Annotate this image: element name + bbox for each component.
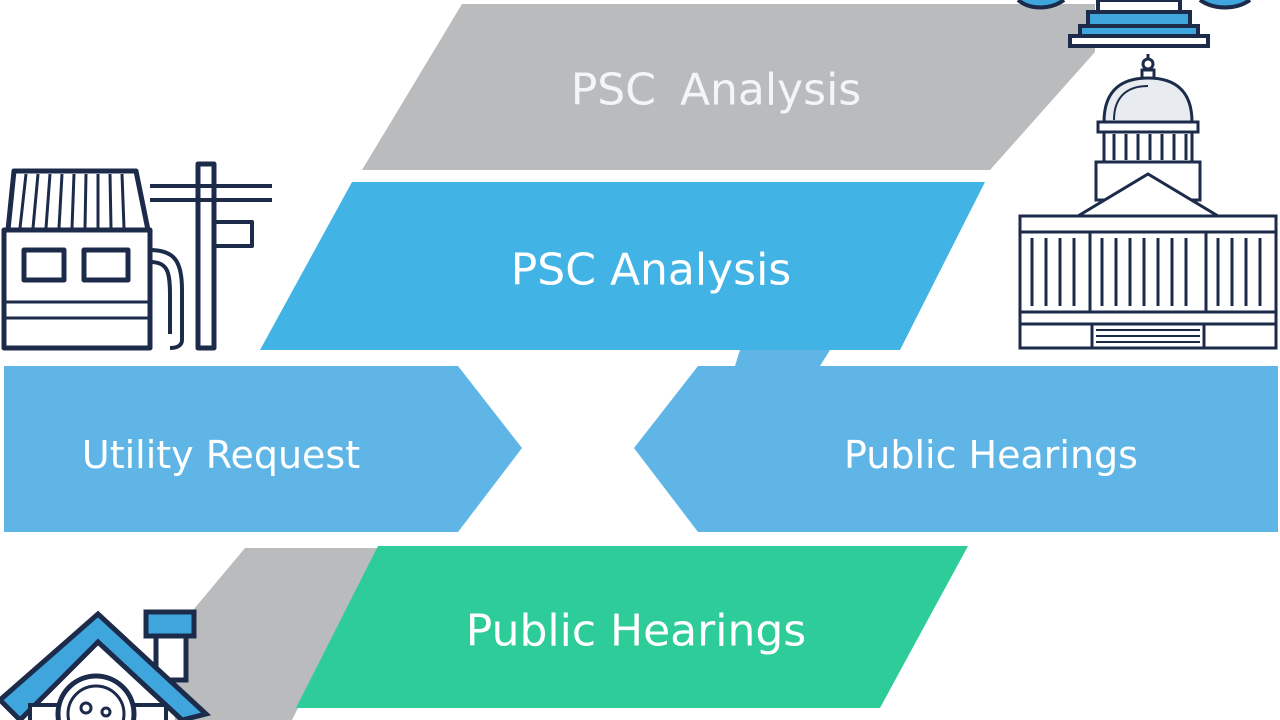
utility-building-icon [1, 161, 272, 351]
band-top-gray [362, 4, 1095, 170]
home-meter-icon [0, 609, 212, 720]
band-public-hearings-right [634, 366, 1278, 532]
band-utility-request [4, 366, 522, 532]
step-label-utility-request: Utility Request [81, 433, 361, 477]
scales-icon [1016, 0, 1252, 48]
step-label-psc-analysis-top: PSC Analysis [570, 64, 862, 116]
step-label-public-hearings-right: Public Hearings [844, 433, 1138, 477]
step-label-psc-analysis: PSC Analysis [510, 244, 792, 296]
connector-notch [735, 350, 830, 366]
band-bottom-gray [168, 548, 378, 720]
capitol-building-icon [1018, 54, 1278, 350]
band-psc-analysis [260, 182, 985, 350]
step-label-public-hearings-green: Public Hearings [465, 605, 807, 657]
band-public-hearings-green [296, 546, 968, 708]
